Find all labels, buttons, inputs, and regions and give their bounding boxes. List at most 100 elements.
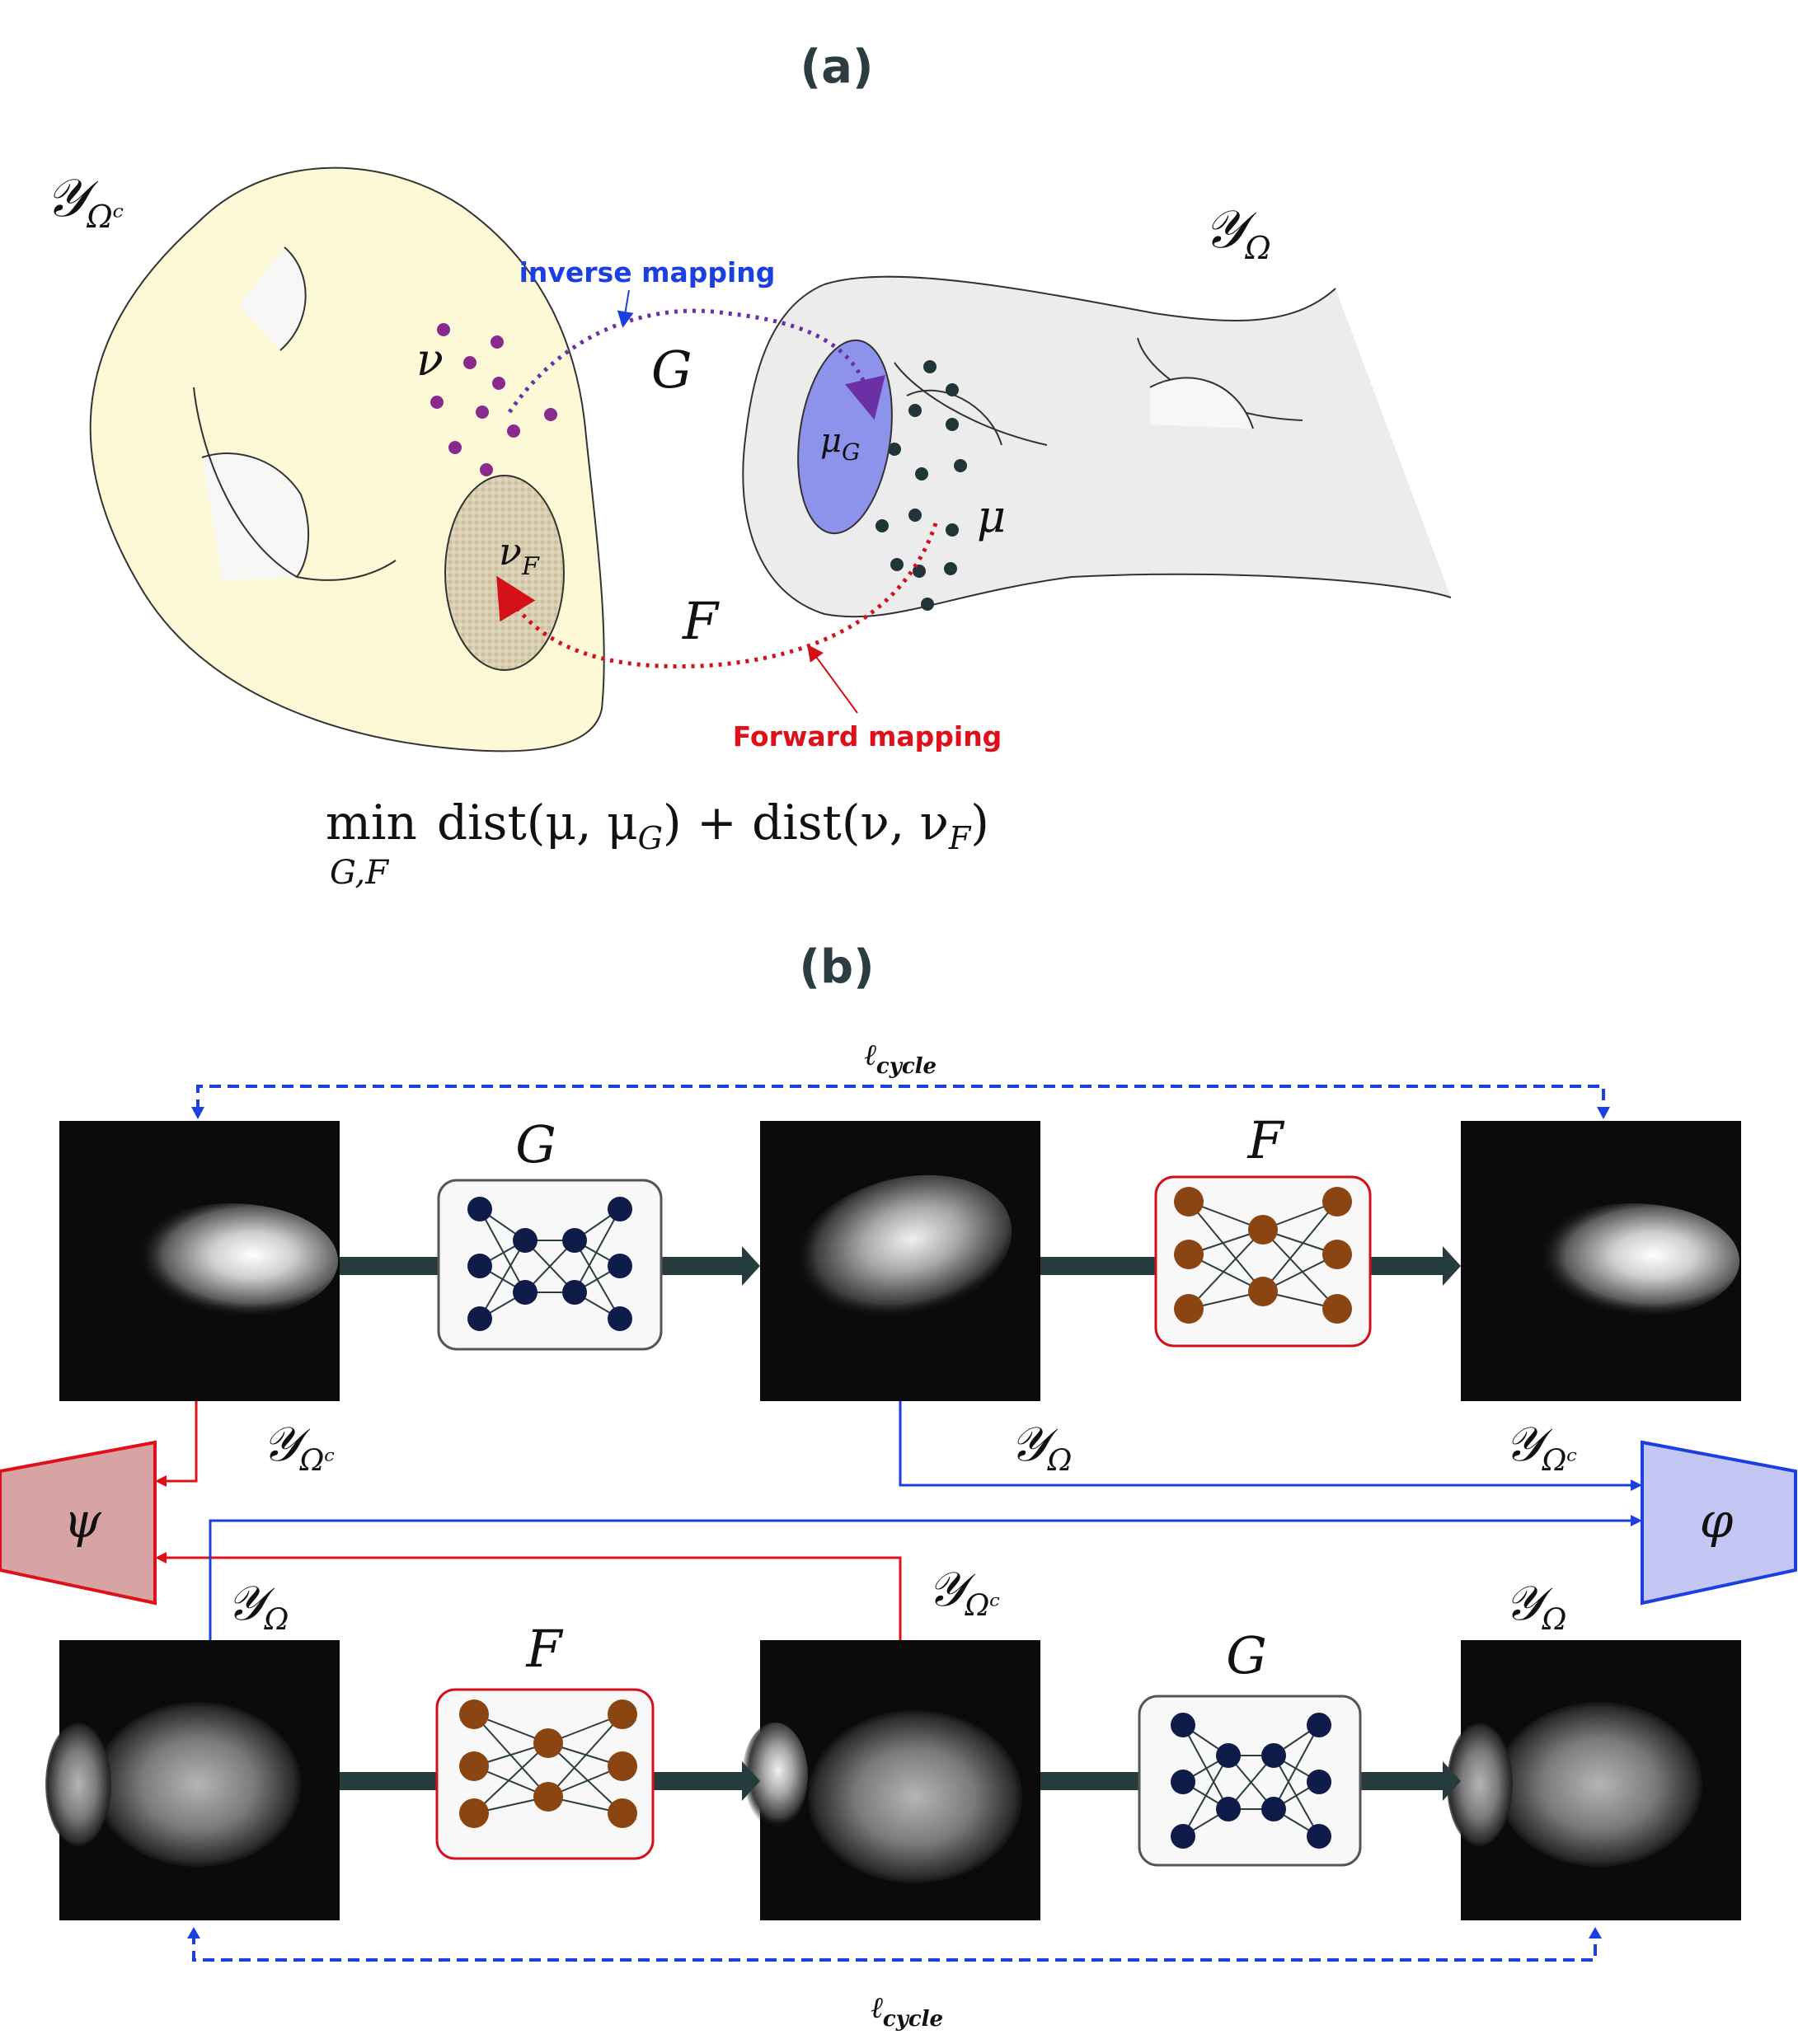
- top-flow-arrow-4-head: [1443, 1246, 1461, 1286]
- cycle-loss-bottom-label: ℓcycle: [871, 1991, 943, 2032]
- nu-dot: [463, 356, 476, 369]
- connector-head: [1631, 1479, 1642, 1491]
- cycle-bottom-head-left: [187, 1927, 200, 1939]
- left-space-fold-2: [201, 452, 309, 578]
- mu-dot: [921, 598, 934, 611]
- mu-dot: [876, 519, 889, 532]
- generator-G-top: [437, 1179, 663, 1351]
- nu-dots: [430, 323, 557, 476]
- psi-label: ψ: [63, 1493, 101, 1549]
- forward-mapping-arrow: [496, 523, 938, 668]
- image-bottom-mid-blob: [808, 1710, 1022, 1883]
- cycle-loss-top-label: ℓcycle: [864, 1038, 937, 1079]
- nu-dot: [448, 441, 462, 454]
- nu-dot: [507, 424, 520, 438]
- mu-dots: [876, 360, 967, 611]
- nu-dot: [437, 323, 450, 336]
- top-flow-arrow-2-head: [742, 1246, 760, 1286]
- bottom-flow-arrow-4: [1360, 1772, 1443, 1790]
- mu-dot: [915, 467, 928, 481]
- image-bottom-left-blob-2: [45, 1723, 111, 1846]
- label-top-right-domain: 𝒴Ωᶜ: [1505, 1416, 1577, 1478]
- connector-head: [155, 1552, 167, 1563]
- phi-label: φ: [1700, 1493, 1734, 1549]
- objective-min: min: [326, 795, 417, 851]
- image-bottom-right-blob: [1496, 1702, 1702, 1867]
- forward-mapping-pointer: [807, 644, 858, 714]
- right-space-hole: [1150, 377, 1253, 429]
- generator-F-top: [1154, 1175, 1372, 1348]
- nu-dot: [430, 396, 444, 409]
- image-bottom-right-blob-2: [1447, 1723, 1513, 1846]
- objective-under: G,F: [330, 854, 389, 892]
- mu-dot: [923, 360, 937, 373]
- image-bottom-left-blob: [95, 1702, 301, 1867]
- generator-G-bottom: [1138, 1695, 1362, 1867]
- image-top-left-blob: [124, 1203, 338, 1319]
- nu-F-label: νF: [499, 529, 540, 581]
- mu-dot: [946, 523, 959, 537]
- cycle-loss-bottom-arrow: [192, 1933, 1597, 1962]
- right-space-label: 𝒴Ω: [1204, 199, 1271, 266]
- right-space-edge-left: [742, 284, 1452, 618]
- top-flow-arrow-2: [661, 1257, 744, 1275]
- mu-dot: [944, 562, 957, 575]
- image-top-mid-blob: [793, 1174, 1012, 1323]
- right-space-fold-2: [906, 389, 1002, 446]
- nu-dot: [480, 463, 493, 476]
- mu-dot: [954, 459, 967, 472]
- label-top-left-domain: 𝒴Ωᶜ: [262, 1416, 335, 1478]
- image-top-right-blob: [1525, 1203, 1739, 1319]
- label-bottom-right-domain: 𝒴Ω: [1505, 1575, 1566, 1637]
- mu-G-label: μG: [820, 422, 860, 466]
- left-space-hole-1: [239, 247, 306, 350]
- right-space-shape: [743, 276, 1451, 617]
- bottom-flow-arrow-1: [340, 1772, 437, 1790]
- connector-bottom-mid-to-psi: [163, 1556, 902, 1640]
- right-space-fold-1: [894, 362, 1048, 446]
- connector-bottom-left-to-phi: [209, 1519, 1634, 1646]
- mu-dot: [890, 558, 904, 571]
- G-label-a: G: [651, 340, 692, 400]
- inverse-mapping-label: inverse mapping: [519, 256, 776, 288]
- left-space-label: 𝒴Ωᶜ: [45, 168, 124, 235]
- discriminator-phi: [1641, 1440, 1797, 1606]
- cycle-top-head-right: [1597, 1107, 1610, 1119]
- generator-F-bottom: [435, 1688, 655, 1860]
- top-flow-arrow-1: [340, 1257, 439, 1275]
- objective-expression: dist(μ, μG) + dist(ν, νF): [437, 795, 989, 856]
- F-label-a: F: [682, 591, 720, 651]
- inverse-mapping-pointer: [617, 289, 634, 328]
- mu-dot: [946, 383, 959, 396]
- connector-top-mid-to-phi: [899, 1401, 1634, 1487]
- nu-label: ν: [416, 334, 444, 386]
- discriminator-psi: [0, 1440, 157, 1606]
- right-space-fold-4: [1149, 377, 1254, 429]
- nu-dot: [544, 408, 557, 421]
- cycle-loss-top-arrow: [196, 1085, 1605, 1111]
- mu-dot: [946, 418, 959, 431]
- bottom-flow-arrow-2-head: [742, 1761, 760, 1801]
- mu-dot: [908, 404, 922, 417]
- top-G-label: G: [515, 1114, 556, 1174]
- bottom-F-label: F: [525, 1619, 563, 1679]
- cycle-top-head-left: [191, 1107, 204, 1119]
- bottom-flow-arrow-2: [653, 1772, 742, 1790]
- nu-dot: [492, 377, 505, 390]
- forward-mapping-label: Forward mapping: [733, 720, 1002, 752]
- panel-a-title: (a): [800, 40, 874, 94]
- bottom-flow-arrow-4-head: [1443, 1761, 1461, 1801]
- connector-head: [1631, 1515, 1642, 1526]
- right-space-edge-top: [824, 275, 1336, 321]
- left-space-hole-2: [202, 453, 309, 581]
- connector-head: [155, 1475, 167, 1487]
- left-space-fold-1: [279, 246, 307, 351]
- inverse-mapping-arrow: [507, 308, 885, 420]
- bottom-G-label: G: [1226, 1625, 1267, 1685]
- objective-formula: min G,F dist(μ, μG) + dist(ν, νF): [326, 795, 989, 892]
- mu-label: μ: [977, 490, 1006, 542]
- label-bottom-left-domain: 𝒴Ω: [227, 1575, 289, 1637]
- left-space-fold-3: [193, 387, 397, 581]
- bottom-flow-arrow-3: [1040, 1772, 1139, 1790]
